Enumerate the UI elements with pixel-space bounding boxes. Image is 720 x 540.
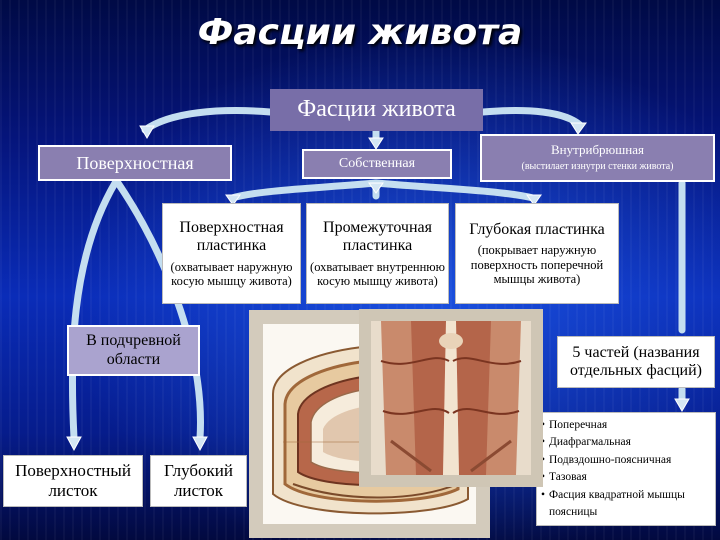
list-item: Подвздошно-поясничная (541, 452, 713, 470)
plate-superficial-node: Поверхностная пластинка (охватывает нару… (162, 203, 301, 304)
plate-title: Промежуточная пластинка (323, 218, 432, 255)
abdominal-muscles-image (359, 309, 543, 487)
plate-note: (покрывает наружную поверхность поперечн… (470, 243, 604, 286)
arc-to-internal (479, 107, 584, 129)
internal-fascia-label: Внутрибрюшная (551, 142, 644, 158)
hypogastric-node: В подчревной области (67, 325, 200, 376)
list-item: Поперечная (541, 417, 713, 435)
parts-node: 5 частей (названия отдельных фасций) (557, 336, 715, 388)
curve-to-deep-leaf (114, 179, 204, 442)
internal-fascia-node: Внутрибрюшная (выстилает изнутри стенки … (480, 134, 715, 182)
arrowhead-deep-leaf (192, 436, 208, 452)
list-item: Тазовая (541, 469, 713, 487)
own-fascia-node: Собственная (302, 149, 452, 179)
arrowhead-plate1 (225, 194, 241, 206)
arc-to-plate1 (228, 179, 380, 202)
curve-to-superficial-leaf (68, 179, 119, 442)
arrowhead-superficial-leaf (66, 436, 82, 452)
plate-note: (охватывает внутреннюю косую мышцу живот… (310, 259, 445, 288)
fascia-list: Поперечная Диафрагмальная Подвздошно-поя… (536, 412, 716, 526)
internal-fascia-note: (выстилает изнутри стенки живота) (521, 161, 674, 173)
plate-deep-node: Глубокая пластинка (покрывает наружную п… (455, 203, 619, 304)
list-item: Диафрагмальная (541, 434, 713, 452)
arrowhead-list (674, 398, 690, 412)
plate-title: Глубокая пластинка (469, 220, 605, 238)
slide-title: Фасции живота (197, 12, 523, 53)
root-node: Фасции живота (270, 89, 483, 131)
list-item: Фасция квадратной мышцы поясницы (541, 487, 713, 522)
superficial-leaf-node: Поверхностный листок (3, 455, 143, 507)
arc-to-superficial (141, 107, 274, 134)
arrowhead-internal (570, 122, 587, 135)
plate-intermediate-node: Промежуточная пластинка (охватывает внут… (306, 203, 449, 304)
superficial-fascia-node: Поверхностная (38, 145, 232, 181)
arrowhead-plate3 (526, 194, 542, 206)
plate-title: Поверхностная пластинка (179, 218, 284, 255)
arrowhead-superficial (139, 125, 155, 139)
arrowhead-plate2 (368, 182, 384, 194)
arc-to-plate3 (372, 179, 537, 202)
deep-leaf-node: Глубокий листок (150, 455, 247, 507)
arrowhead-own (368, 137, 384, 150)
plate-note: (охватывает наружную косую мышцу живота) (170, 259, 293, 288)
